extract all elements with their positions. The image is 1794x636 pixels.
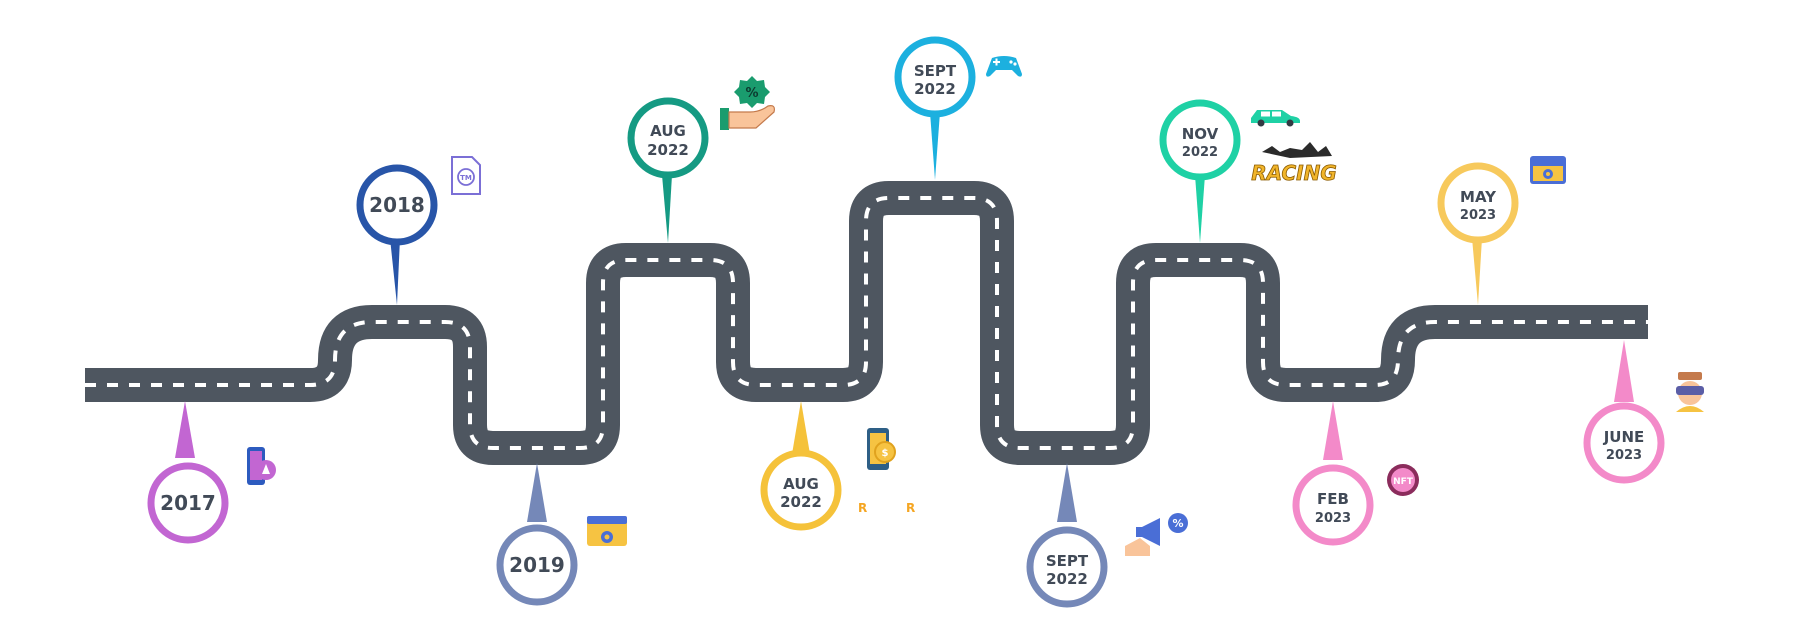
r-mark: R bbox=[906, 501, 915, 515]
svg-text:%: % bbox=[745, 86, 758, 101]
gamepad-icon bbox=[986, 56, 1022, 77]
pin-pointer bbox=[1195, 175, 1205, 243]
pin-pointer bbox=[1323, 401, 1343, 460]
pin-pointer bbox=[390, 238, 400, 305]
milestone-2019: 2019 bbox=[496, 463, 627, 606]
milestone-may-2023: MAY 2023 bbox=[1437, 156, 1566, 305]
pin-circle bbox=[894, 36, 976, 118]
milestone-label-line2: 2022 bbox=[1182, 145, 1218, 160]
svg-text:%: % bbox=[1172, 517, 1183, 530]
milestone-label-line2: 2022 bbox=[780, 493, 822, 511]
road bbox=[85, 198, 1648, 448]
milestone-label-line1: AUG bbox=[650, 122, 686, 140]
browser-settings-icon bbox=[1530, 156, 1566, 184]
milestone-label-line1: SEPT bbox=[914, 62, 957, 80]
pin-pointer bbox=[175, 401, 195, 458]
pin-circle bbox=[1026, 526, 1108, 608]
trademark-document-icon: TM bbox=[451, 156, 481, 195]
pin-circle bbox=[1292, 464, 1374, 546]
milestone-label: 2018 bbox=[369, 193, 425, 217]
svg-text:TM: TM bbox=[460, 174, 472, 182]
pin-pointer bbox=[930, 112, 940, 180]
milestone-label: 2017 bbox=[160, 491, 216, 515]
pin-pointer bbox=[1614, 340, 1634, 402]
svg-text:RACING: RACING bbox=[1251, 161, 1337, 185]
milestone-nov-2022: NOV 2022 RACING bbox=[1159, 99, 1337, 243]
megaphone-discount-icon: % bbox=[1125, 513, 1188, 556]
phone-rocket-icon bbox=[247, 447, 276, 485]
milestone-june-2023: JUNE 2023 bbox=[1583, 340, 1704, 484]
milestone-sept-2022-bottom: SEPT 2022 % bbox=[1026, 463, 1188, 608]
milestone-label-line2: 2023 bbox=[1606, 448, 1642, 463]
milestone-label-line1: JUNE bbox=[1603, 428, 1645, 446]
racing-logo: RACING bbox=[1251, 142, 1337, 185]
milestone-2017: 2017 bbox=[147, 401, 276, 544]
browser-settings-icon bbox=[587, 516, 627, 546]
milestone-label-line2: 2023 bbox=[1460, 208, 1496, 223]
milestone-label-line1: SEPT bbox=[1046, 552, 1089, 570]
pin-circle bbox=[356, 164, 438, 246]
pin-pointer bbox=[1057, 463, 1077, 522]
milestone-label-line2: 2022 bbox=[914, 80, 956, 98]
pin-circle bbox=[1583, 402, 1665, 484]
pin-pointer bbox=[527, 463, 547, 522]
milestone-sept-2022-top: SEPT 2022 bbox=[894, 36, 1022, 180]
vr-user-icon bbox=[1676, 372, 1704, 412]
milestone-feb-2023: FEB 2023 NFT bbox=[1292, 401, 1419, 546]
pin-circle bbox=[1437, 162, 1519, 244]
milestone-aug-2022-top: AUG 2022 % bbox=[627, 76, 775, 243]
milestone-aug-2022-bottom: AUG 2022 $ R R bbox=[760, 401, 915, 531]
hand-discount-icon: % bbox=[720, 76, 775, 130]
pin-circle bbox=[147, 462, 229, 544]
r-mark: R bbox=[858, 501, 867, 515]
milestone-label-line2: 2022 bbox=[1046, 570, 1088, 588]
nft-badge-icon: NFT bbox=[1387, 464, 1419, 496]
pin-circle bbox=[627, 97, 709, 179]
milestone-label-line1: NOV bbox=[1182, 125, 1219, 143]
milestone-label-line1: FEB bbox=[1317, 490, 1349, 508]
svg-text:$: $ bbox=[882, 448, 889, 459]
svg-text:NFT: NFT bbox=[1393, 477, 1414, 487]
milestone-label: 2019 bbox=[509, 553, 565, 577]
milestone-label-line2: 2022 bbox=[647, 141, 689, 159]
milestone-2018: 2018 TM bbox=[356, 156, 481, 305]
phone-coin-icon: $ bbox=[867, 428, 896, 470]
car-icon bbox=[1251, 110, 1300, 127]
pin-circle bbox=[760, 449, 842, 531]
pin-pointer bbox=[791, 401, 811, 460]
milestone-label-line1: AUG bbox=[783, 475, 819, 493]
milestone-label-line2: 2023 bbox=[1315, 511, 1351, 526]
pin-pointer bbox=[662, 175, 672, 243]
milestone-label-line1: MAY bbox=[1460, 188, 1497, 206]
pin-circle bbox=[496, 524, 578, 606]
pin-pointer bbox=[1472, 238, 1482, 305]
pin-circle bbox=[1159, 99, 1241, 181]
